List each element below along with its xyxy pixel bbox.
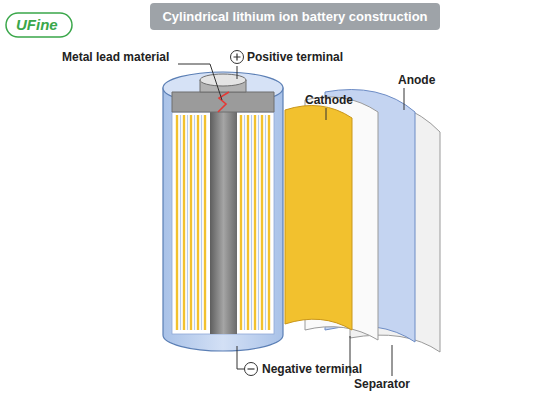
title-banner: Cylindrical lithium ion battery construc… [150, 3, 440, 30]
metal-lead [218, 92, 229, 112]
battery-casing [163, 88, 283, 351]
leader-lines [178, 64, 404, 376]
plus-symbol [234, 54, 241, 61]
plus-symbol [231, 51, 244, 64]
cathode-sheet [285, 106, 352, 331]
top-cap [172, 92, 274, 112]
positive-cap-top [200, 74, 246, 86]
minus-symbol [245, 363, 258, 376]
logo-outline [6, 13, 72, 37]
part-label: Negative terminal [262, 361, 362, 377]
minus-symbol [248, 368, 255, 369]
part-label: Cathode [305, 92, 353, 108]
logo-watermark: UFine [16, 17, 58, 33]
electrode-roll [172, 112, 274, 334]
title-text: Cylindrical lithium ion battery construc… [162, 9, 427, 24]
part-label: Anode [398, 72, 435, 88]
part-label: Metal lead material [62, 49, 169, 65]
part-label: Separator [354, 376, 410, 392]
part-label: Positive terminal [247, 49, 343, 65]
center-core [210, 112, 237, 334]
